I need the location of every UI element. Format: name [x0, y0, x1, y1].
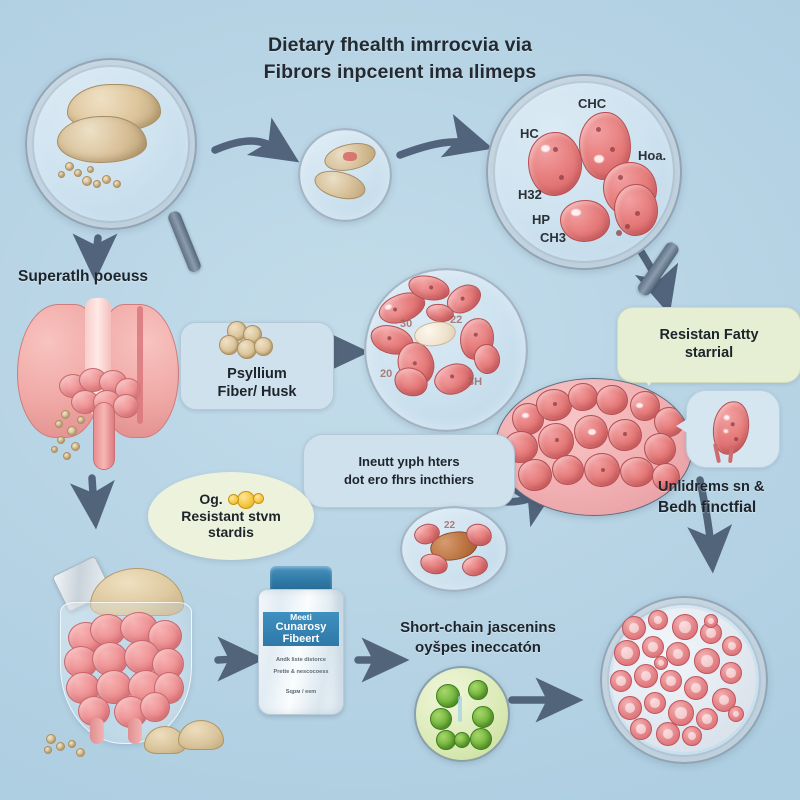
- cell-cluster-oval: [495, 378, 693, 516]
- tissue-sample-plate: 22: [400, 506, 508, 592]
- resistant-fatty-callout[interactable]: Resistan Fatty starrial: [617, 307, 800, 383]
- psyllium-label-line-1: Psyllium: [227, 366, 287, 382]
- grain-sample-plate: [25, 58, 197, 230]
- chem-label-hoa: Hoa.: [638, 148, 667, 163]
- starch-molecule-icon: [227, 491, 264, 510]
- sample-piece-b: [311, 166, 369, 204]
- bottle-sub-line-1: Andk liste distorce: [275, 657, 327, 663]
- single-bacterium-bubble: [686, 390, 780, 468]
- bottle-sub-line-3: Sqpм / eem: [285, 689, 317, 695]
- bottle-body: Meeti Cunarosy Fibeert Andk liste distor…: [258, 589, 344, 715]
- resistant-starch-line-2: Resistant stvm: [181, 507, 281, 524]
- arrow-organ-down: [69, 474, 115, 530]
- short-chain-label: Short-chain jascenins oyšpes ineccatón: [378, 618, 578, 659]
- bact-marker-22: 22: [450, 314, 463, 326]
- bact-marker-3h: 3H: [468, 376, 483, 388]
- resistant-fatty-line-2: starrial: [684, 345, 734, 361]
- short-chain-line-2: oyšpes ineccatón: [415, 639, 541, 657]
- bottle-label-band: Meeti Cunarosy Fibeert: [263, 612, 339, 646]
- title-line-2: Fibrors inpceıent ima ılimeps: [263, 60, 537, 83]
- chem-label-hc: HC: [520, 126, 539, 141]
- bacterium-bubble-tail: [676, 418, 689, 434]
- arrow-grain-down: [72, 233, 118, 282]
- superficial-process-label: Superatlh poeuss: [18, 268, 198, 287]
- short-chain-line-1: Short-chain jascenins: [400, 619, 556, 636]
- psyllium-label-line-2: Fiber/ Husk: [217, 383, 297, 400]
- magnifier-handle-top-left: [166, 209, 203, 274]
- chem-label-hp: HP: [532, 212, 551, 227]
- bottle-sub-line-2: Prette & nescocoess: [273, 669, 329, 675]
- bact-marker-30: 30: [400, 318, 413, 330]
- underms-label: Unlidrems sn & Bedh finctfial: [658, 478, 798, 518]
- resistant-starch-line-1: Og.: [199, 490, 223, 507]
- superficial-process-text: Superatlh poeuss: [18, 268, 149, 285]
- bottle-brand-line-3: Fibeert: [282, 632, 320, 645]
- chem-label-chc: CHC: [578, 96, 607, 111]
- bact-marker-20: 20: [380, 368, 393, 380]
- resistant-fatty-tail: [640, 372, 658, 386]
- bacteria-culture-plate: 30 22 20 3H: [364, 268, 528, 432]
- inert-callout-line-1: Ineutt yıph hters: [358, 454, 460, 470]
- fiber-supplement-bottle[interactable]: Meeti Cunarosy Fibeert Andk liste distor…: [258, 566, 344, 716]
- title-line-1: Dietary fhealth imrrocvia via: [267, 34, 533, 56]
- page-title: Dietary fhealth imrrocvia via Fibrors in…: [0, 32, 800, 86]
- underms-line-1: Unlidrems sn &: [658, 479, 765, 495]
- chem-label-h32: H32: [518, 187, 542, 202]
- green-cell-plate: [414, 666, 510, 762]
- sample-streak: [343, 152, 357, 161]
- resistant-starch-callout[interactable]: Og. Resistant stvm stardis: [148, 472, 314, 560]
- bottle-brand-line-1: Meeti: [290, 611, 312, 622]
- bottle-cap: [270, 566, 332, 592]
- underms-line-2: Bedh finctfial: [658, 498, 757, 516]
- chem-label-ch3: CH3: [540, 230, 567, 245]
- colon-in-jar-illustration: [28, 555, 224, 760]
- molecule-cell-plate: CHC HC Hoa. H32 HP CH3: [486, 74, 682, 270]
- inert-callout-line-2: dot ero fhrs incthiers: [343, 472, 475, 487]
- psyllium-fiber-card[interactable]: Psyllium Fiber/ Husk: [180, 321, 334, 410]
- grain-bread-bottom: [57, 116, 147, 163]
- arrow-small-to-molecule: [396, 114, 494, 159]
- resistant-starch-line-3: stardis: [208, 524, 254, 541]
- small-sample-plate: [298, 128, 392, 222]
- rectum-anatomy-illustration: [15, 290, 183, 480]
- blood-cell-petri-dish: [600, 596, 768, 764]
- bottle-brand-line-2: Cunarosy: [275, 620, 327, 633]
- inert-fibers-callout[interactable]: Ineutt yıph hters dot ero fhrs incthiers: [303, 434, 515, 508]
- resistant-fatty-line-1: Resistan Fatty: [659, 327, 759, 344]
- arrow-grain-to-small: [211, 117, 300, 163]
